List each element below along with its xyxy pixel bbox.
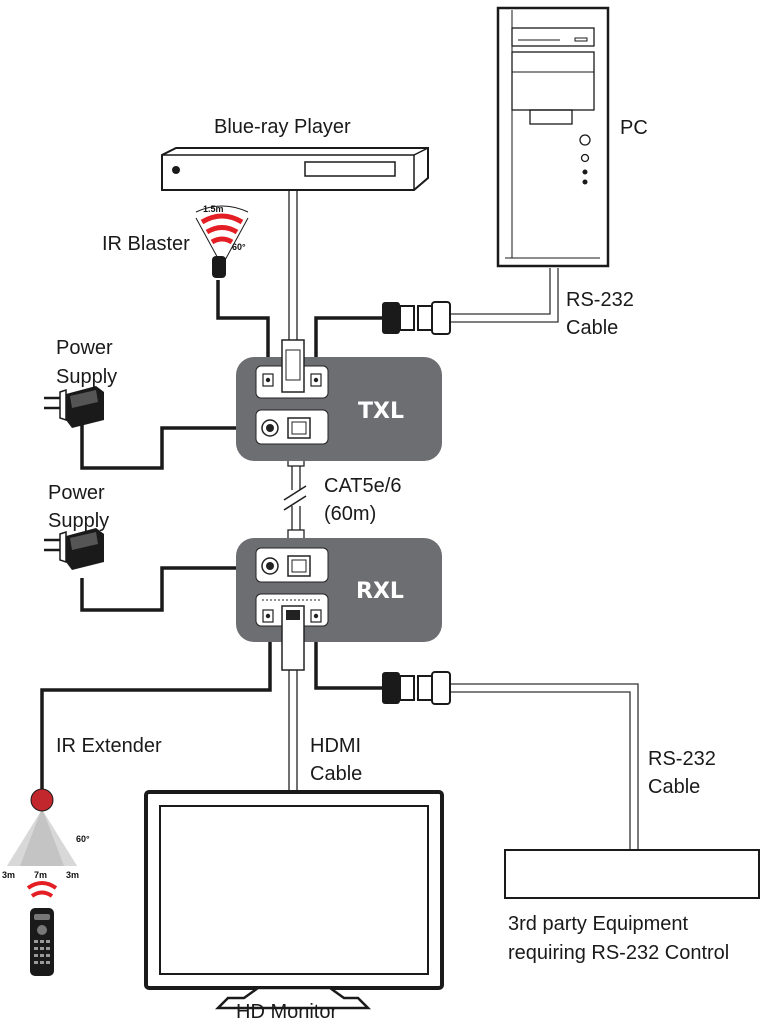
hdmi-label-line1: HDMI: [310, 735, 361, 757]
db9-connector-bottom: [382, 671, 451, 705]
rs232-top-cable-black: [314, 316, 382, 362]
third-party-label-line2: requiring RS-232 Control: [508, 942, 729, 964]
power-top-cable: [80, 410, 236, 470]
txl-label: TXL: [358, 399, 404, 424]
power-bottom-label-line1: Power: [48, 482, 105, 504]
third-party-equipment: [504, 849, 760, 899]
bluray-label: Blue-ray Player: [214, 116, 351, 138]
hdmi-cable-top: [288, 190, 298, 345]
rxl-unit: [236, 538, 442, 671]
rs232-top-label-line2: Cable: [566, 317, 618, 339]
power-top-label-line2: Supply: [56, 366, 117, 388]
rs232-bottom-label-line2: Cable: [648, 776, 700, 798]
rs232-bottom-label-line1: RS-232: [648, 748, 716, 770]
rs232-bottom-cable-black: [314, 622, 382, 690]
power-adapter-bottom: [44, 528, 104, 570]
ir-blaster-angle: 60°: [232, 242, 246, 252]
third-party-label-line1: 3rd party Equipment: [508, 913, 689, 935]
rs232-top-label-line1: RS-232: [566, 289, 634, 311]
ir-extender-center: 7m: [34, 870, 47, 880]
hd-monitor: [144, 790, 444, 1010]
pc-tower: [496, 6, 610, 268]
cat-label-line2: (60m): [324, 503, 376, 525]
ir-extender-label: IR Extender: [56, 735, 162, 757]
ir-blaster-cable: [216, 280, 270, 362]
power-bottom-label-line2: Supply: [48, 510, 109, 532]
hd-monitor-label: HD Monitor: [236, 1001, 337, 1023]
hdmi-label-line2: Cable: [310, 763, 362, 785]
pc-label: PC: [620, 117, 648, 139]
ir-signal-icon: [26, 881, 58, 898]
ir-extender-angle: 60°: [76, 834, 90, 844]
ir-extender-left: 3m: [2, 870, 15, 880]
txl-unit: [236, 339, 442, 461]
ir-extender-right: 3m: [66, 870, 79, 880]
ir-blaster-distance: 1.5m: [203, 204, 224, 214]
bluray-player: [161, 147, 429, 191]
ir-extender-cable: [40, 622, 272, 790]
power-top-label-line1: Power: [56, 337, 113, 359]
cat-cable-break: [283, 485, 308, 511]
hdmi-cable-bottom: [288, 668, 298, 790]
rs232-top-cable: [450, 268, 559, 323]
rxl-label: RXL: [356, 579, 404, 604]
rs232-bottom-cable: [450, 683, 639, 850]
ir-extender: [5, 788, 79, 867]
power-adapter-top: [44, 386, 104, 428]
db9-connector-top: [382, 301, 451, 335]
ir-blaster: [195, 205, 249, 278]
cat-label-line1: CAT5e/6: [324, 475, 401, 497]
ir-blaster-label: IR Blaster: [102, 233, 190, 255]
power-bottom-cable: [80, 566, 236, 612]
remote-control-icon: [30, 908, 54, 976]
